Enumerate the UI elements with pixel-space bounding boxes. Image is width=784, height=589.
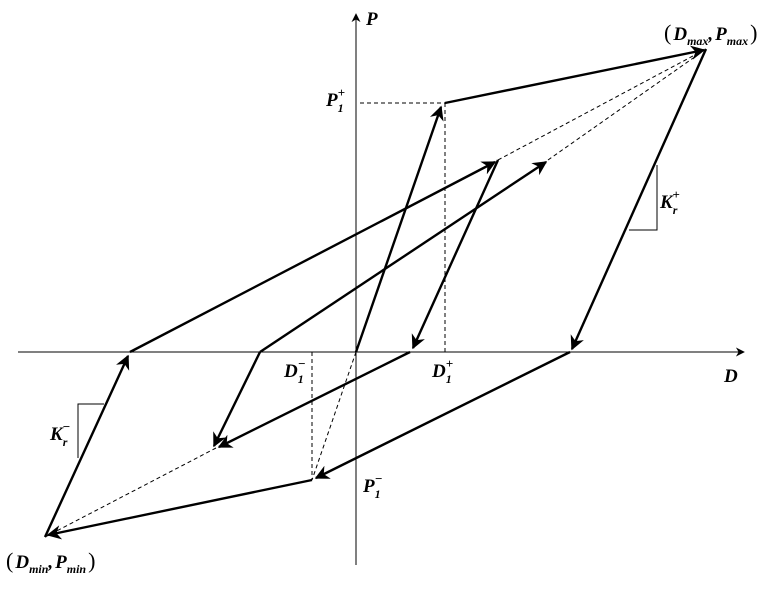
seg-zero-to-p1minus — [314, 350, 571, 480]
dashed-guides — [44, 48, 707, 538]
seg-inner-unload-1 — [411, 159, 500, 350]
p1-minus-label: P1− — [362, 471, 383, 501]
seg-max-unload — [570, 48, 708, 351]
max-point-label: (Dmax,Pmax) — [664, 20, 757, 48]
axis-p-label: P — [365, 9, 378, 30]
seg-inner-neg — [217, 350, 411, 449]
origin-to-p1-minus — [311, 351, 357, 481]
kr-plus-label: Kr+ — [659, 187, 680, 217]
min-point-label: (Dmin,Pmin) — [6, 548, 95, 576]
seg-p1minus-to-min — [46, 478, 313, 540]
kr-minus-label: Kr− — [49, 419, 70, 449]
d1-plus-label: D1+ — [431, 356, 453, 386]
kr-minus-triangle — [77, 403, 104, 458]
max-guide-upper — [497, 48, 707, 161]
seg-reload-inner — [259, 161, 548, 353]
seg-inner-unload-2 — [212, 351, 262, 448]
d1-minus-label: D1− — [283, 356, 306, 386]
loop-segments — [43, 45, 708, 540]
seg-min-unload — [43, 354, 130, 538]
seg-reload-outer — [129, 160, 497, 354]
axis-d-label: D — [723, 366, 738, 387]
seg-origin-to-p1plus — [354, 105, 444, 353]
seg-p1plus-to-max — [444, 45, 706, 105]
kr-plus-triangle — [629, 165, 658, 231]
p1-plus-label: P1+ — [325, 85, 345, 115]
min-guide — [44, 447, 217, 538]
